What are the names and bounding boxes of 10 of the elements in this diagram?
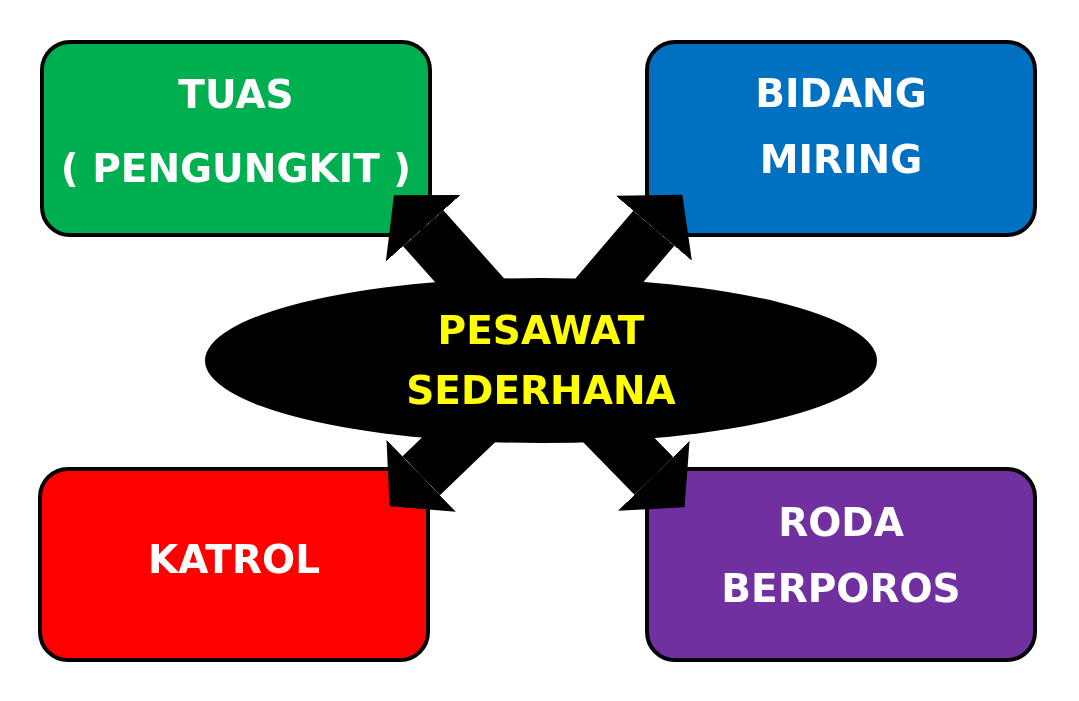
topic-card [645,467,1037,662]
center-label: PESAWAT SEDERHANA [405,306,677,415]
topic-label: RODA BERPOROS [720,499,962,613]
topic-label: ( PENGUNGKIT ) [60,147,412,191]
topic-card [38,467,430,662]
topic-card [40,40,432,237]
topic-card [645,40,1037,237]
topic-label: TUAS [178,73,294,117]
topic-label: BIDANG MIRING [754,70,928,184]
topic-label: KATROL [148,536,320,583]
